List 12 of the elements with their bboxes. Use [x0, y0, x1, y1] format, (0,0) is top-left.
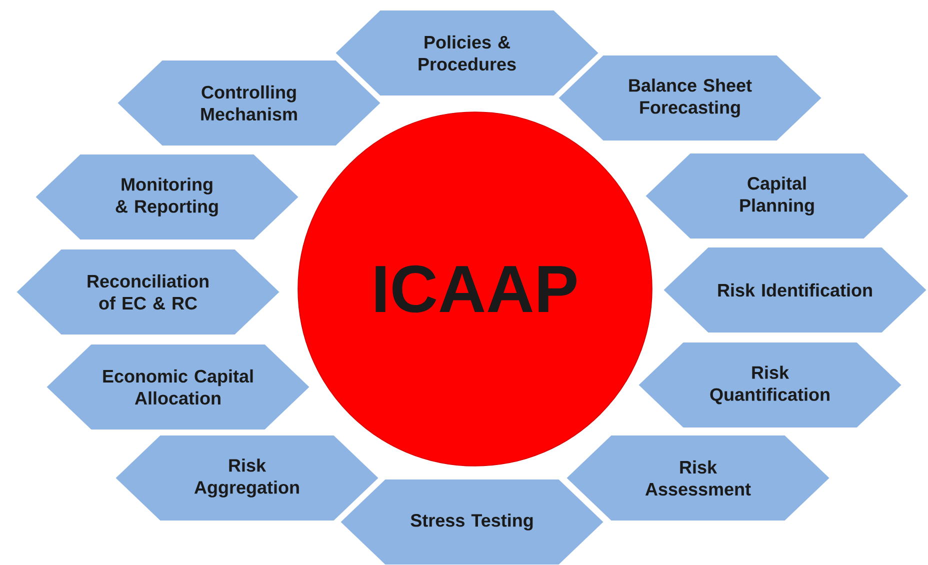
hexagon-box: Reconciliation of EC & RC — [15, 248, 281, 336]
hexagon-box: Controlling Mechanism — [116, 59, 382, 147]
hexagon-box: Monitoring & Reporting — [34, 153, 300, 241]
hexagon-box: Risk Quantification — [637, 341, 903, 429]
hexagon-box: Economic Capital Allocation — [45, 343, 311, 431]
hexagon-box: Risk Aggregation — [114, 434, 380, 522]
hexagon-box: Stress Testing — [339, 478, 605, 565]
hexagon-box: Policies & Procedures — [334, 9, 600, 97]
hexagon-box: Capital Planning — [644, 152, 910, 240]
hexagon-box: Risk Assessment — [565, 434, 831, 522]
hexagon-box: Balance Sheet Forecasting — [557, 54, 823, 142]
hexagon-box: Risk Identification — [662, 246, 928, 334]
